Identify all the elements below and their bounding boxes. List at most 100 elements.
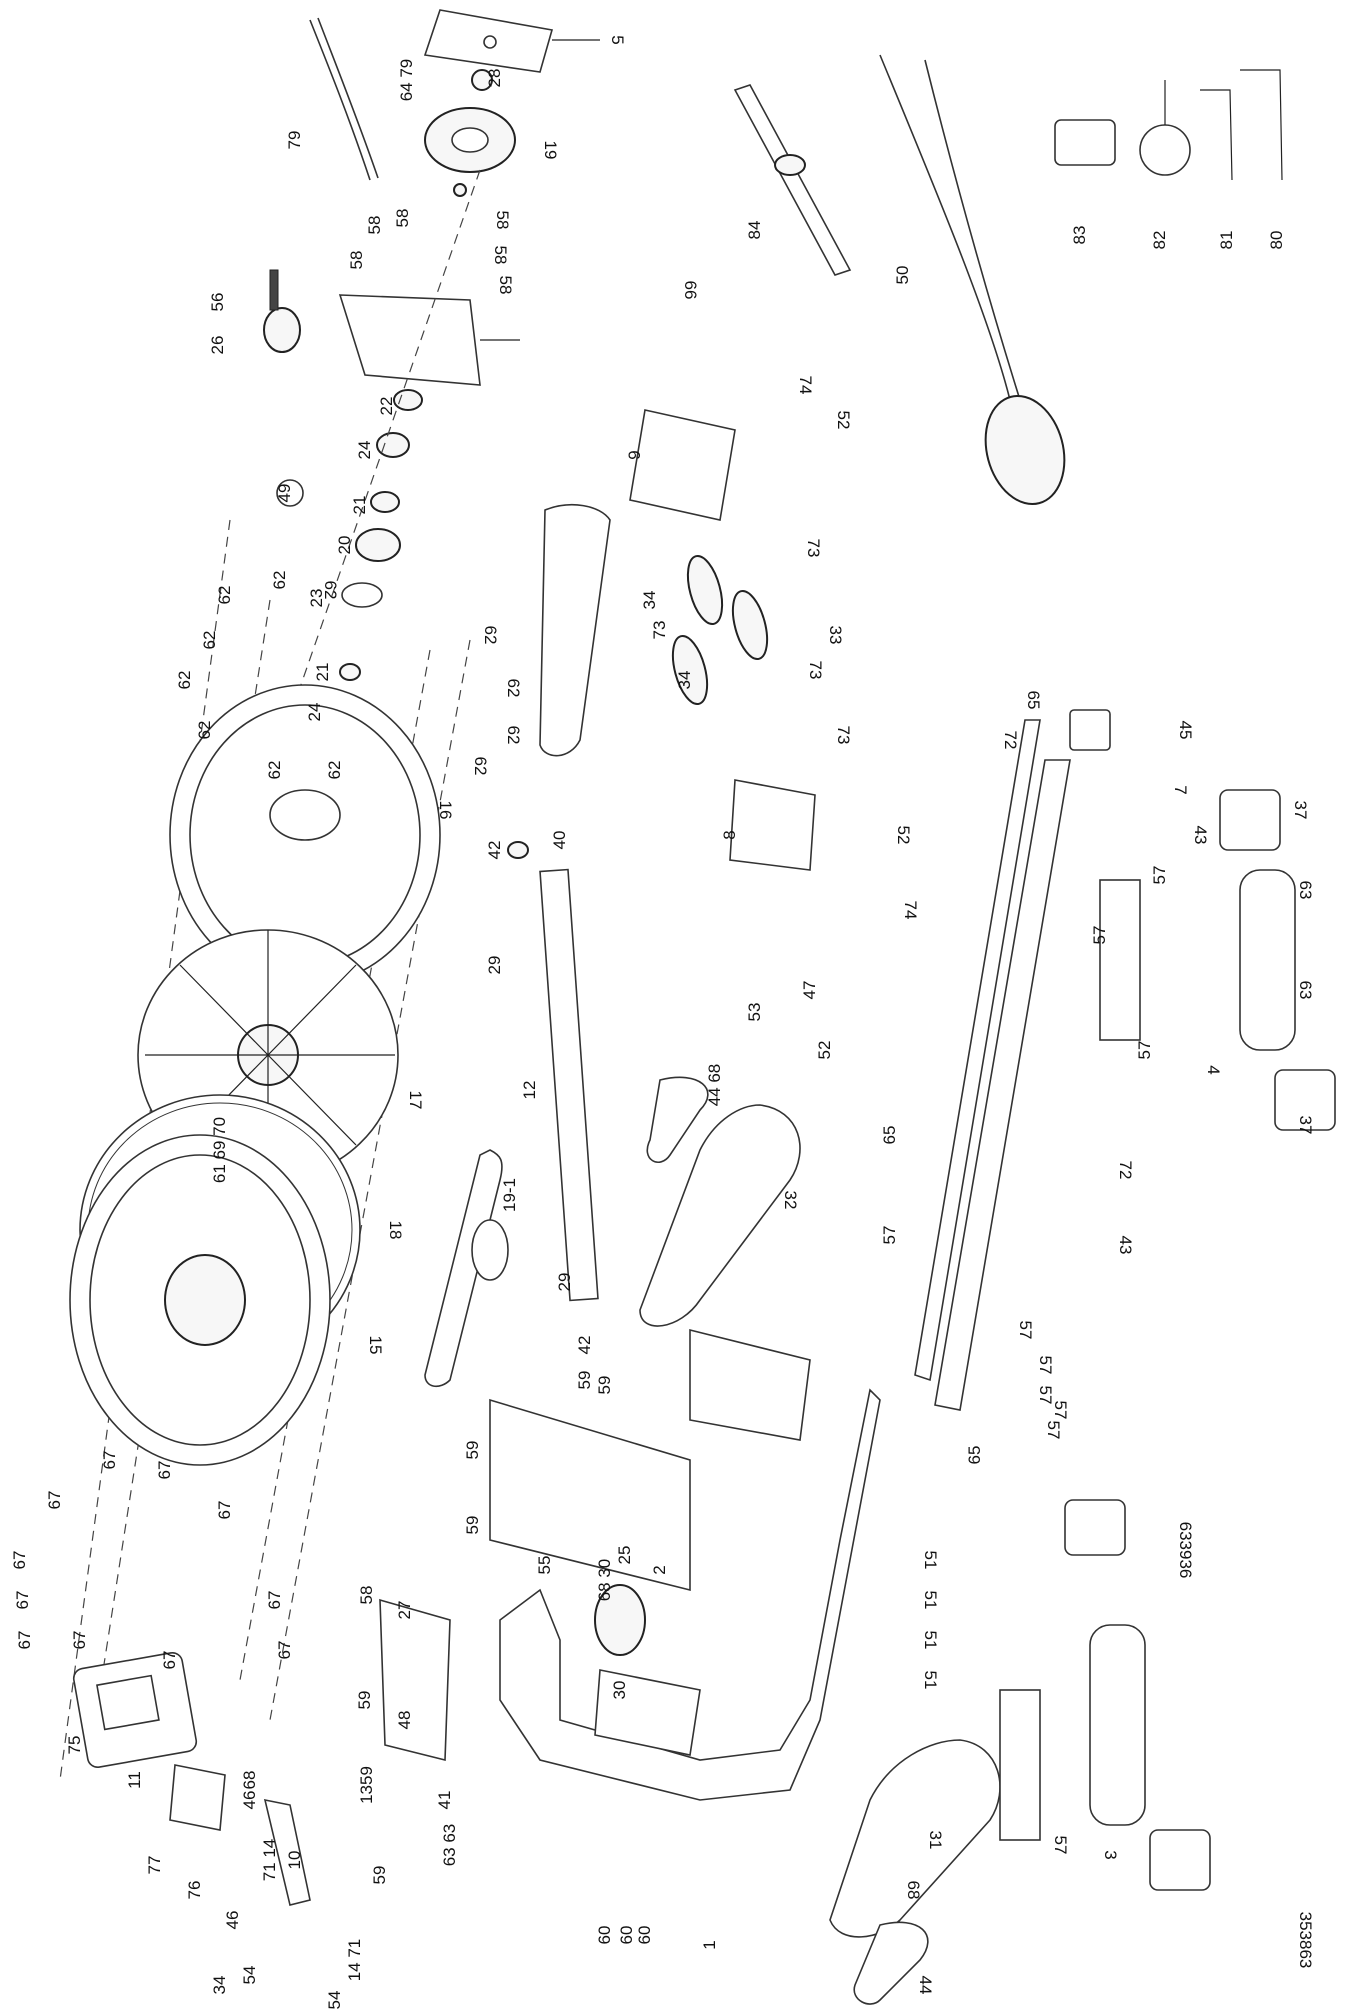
part-label-57h: 57 (1044, 1421, 1063, 1440)
part-label-3: 3 (1101, 1850, 1120, 1859)
part-label-59a: 59 (575, 1371, 594, 1390)
part-label-68b: 68 (240, 1771, 259, 1790)
part-10-console-stem (169, 1764, 311, 1906)
part-label-67a: 67 (10, 1551, 29, 1570)
part-label-79: 79 (285, 131, 304, 150)
part-label-62h: 62 (504, 679, 523, 698)
part-label-62c: 62 (175, 671, 194, 690)
part-label-62b: 62 (200, 631, 219, 650)
part-label-7114a: 71 14 (260, 1839, 279, 1882)
part-label-62d: 62 (195, 721, 214, 740)
part-label-42a: 42 (485, 841, 504, 860)
part-19-motor-hub (424, 69, 516, 197)
part-79-cable (309, 17, 379, 181)
part-label-26: 26 (208, 336, 227, 355)
part-label-57f: 57 (1036, 1356, 1055, 1375)
part-label-46b: 46 (223, 1911, 242, 1930)
part-label-62i: 62 (504, 726, 523, 745)
part-label-58e: 58 (491, 246, 510, 265)
part-7-rail (914, 719, 1071, 1411)
part-label-15: 15 (366, 1336, 385, 1355)
part-label-27: 27 (395, 1601, 414, 1620)
part-label-67i: 67 (265, 1591, 284, 1610)
part-label-66: 66 (681, 281, 700, 300)
part-label-62a: 62 (215, 586, 234, 605)
part-label-62g: 62 (481, 626, 500, 645)
part-label-57e: 57 (1016, 1321, 1035, 1340)
rollers (671, 554, 769, 706)
part-label-67j: 67 (275, 1641, 294, 1660)
part-label-57c: 57 (1135, 1041, 1154, 1060)
part-label-21b: 21 (313, 663, 332, 682)
part-label-64-79: 64 79 (397, 59, 416, 102)
part-label-59b: 59 (595, 1376, 614, 1395)
part-label-41: 41 (435, 1791, 454, 1810)
part-label-56: 56 (208, 293, 227, 312)
part-label-73c: 73 (806, 661, 825, 680)
part-label-363936: 633936 (1176, 1522, 1195, 1579)
part-label-67h: 67 (215, 1501, 234, 1520)
part-5-mounting-plate (423, 9, 600, 73)
part-label-50: 50 (893, 266, 912, 285)
part-26-pulley (263, 269, 301, 353)
part-label-83: 83 (1070, 226, 1089, 245)
part-label-1359: 1359 (357, 1766, 376, 1804)
part-19-1-bar (424, 1149, 509, 1388)
part-80-hex-key (1240, 69, 1283, 181)
part-label-58d: 58 (347, 251, 366, 270)
part-label-57i: 57 (1051, 1401, 1070, 1420)
part-label-29b: 29 (555, 1273, 574, 1292)
part-label-18: 18 (386, 1221, 405, 1240)
part-81-hex-key (1200, 89, 1233, 181)
part-label-24a: 24 (355, 441, 374, 460)
part-label-5: 5 (608, 35, 627, 44)
part-label-65c: 65 (965, 1446, 984, 1465)
part-label-24b: 24 (305, 703, 324, 722)
part-label-44: 44 (916, 1976, 935, 1995)
part-label-73a: 73 (804, 539, 823, 558)
part-label-19-1: 19-1 (500, 1178, 519, 1212)
part-label-62e: 62 (265, 761, 284, 780)
part-label-48: 48 (395, 1711, 414, 1730)
part-label-1: 1 (700, 1940, 719, 1949)
part-label-57a: 57 (1150, 866, 1169, 885)
part-label-49: 49 (275, 484, 294, 503)
part-75-console (72, 1651, 198, 1769)
part-label-65a: 65 (1024, 691, 1043, 710)
part-label-16: 16 (436, 801, 455, 820)
part-label-31: 31 (926, 1831, 945, 1850)
part-83-cap (1054, 119, 1116, 166)
part-label-32: 32 (781, 1191, 800, 1210)
part-label-55: 55 (535, 1556, 554, 1575)
part-label-73b: 73 (650, 621, 669, 640)
part-label-51d: 51 (921, 1671, 940, 1690)
part-32-pedal (639, 1104, 801, 1327)
part-label-72a: 72 (1001, 731, 1020, 750)
part-label-29a: 29 (485, 956, 504, 975)
part-label-47: 47 (800, 981, 819, 1000)
part-label-67c: 67 (45, 1491, 64, 1510)
part-label-60b: 60 (617, 1926, 636, 1945)
part-label-34a: 34 (640, 591, 659, 610)
part-label-57g: 57 (1036, 1386, 1055, 1405)
part-label-54b: 54 (325, 1991, 344, 2009)
part-label-58c: 58 (493, 211, 512, 230)
part-label-59e: 59 (355, 1691, 374, 1710)
part-label-11: 11 (125, 1771, 144, 1789)
part-label-58f: 58 (496, 276, 515, 295)
part-label-30: 30 (610, 1681, 629, 1700)
part-label-21a: 21 (350, 496, 369, 515)
part-label-22: 22 (377, 397, 396, 416)
part-9-seat-bracket (629, 409, 736, 521)
part-label-84: 84 (745, 221, 764, 240)
part-label-4: 4 (1204, 1065, 1223, 1074)
part-label-74a: 74 (796, 376, 815, 395)
part-31-pedal (829, 1739, 1001, 1938)
part-label-67e: 67 (70, 1631, 89, 1650)
part-label-80: 80 (1267, 231, 1286, 250)
part-label-68-30: 68 30 (595, 1559, 614, 1602)
part-4-rear-stabilizer (1099, 789, 1336, 1131)
part-label-8: 8 (720, 830, 739, 839)
part-label-7: 7 (1171, 785, 1190, 794)
